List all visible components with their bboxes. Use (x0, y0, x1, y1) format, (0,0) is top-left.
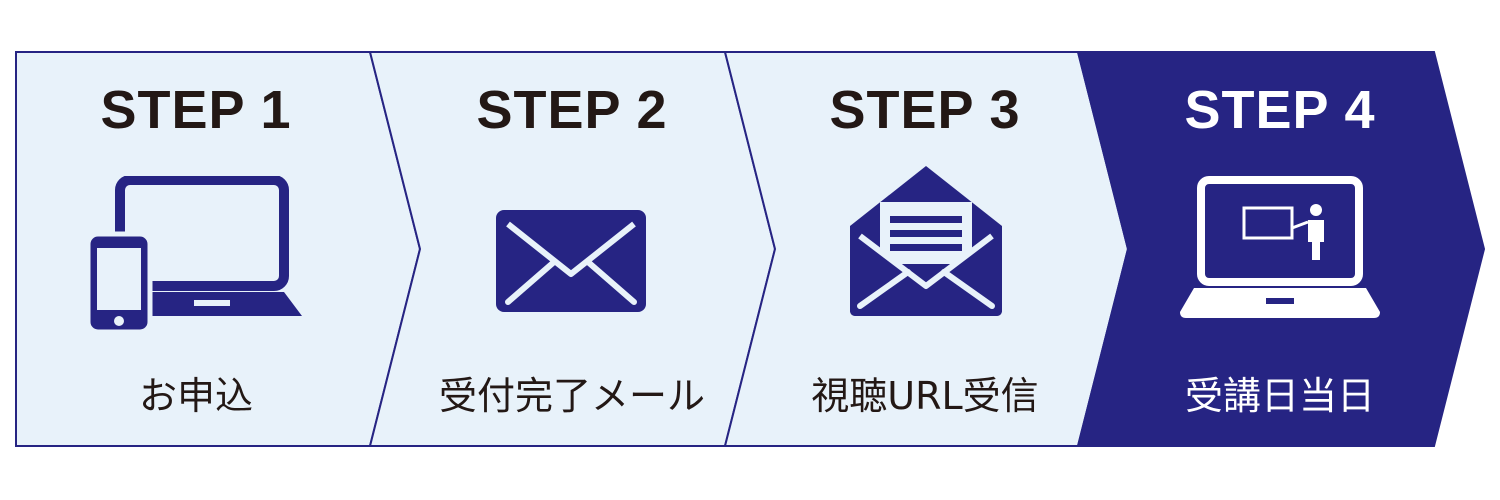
step-4-title: STEP 4 (1184, 80, 1376, 140)
step-3-title: STEP 3 (829, 80, 1021, 140)
step-2-label: 受付完了メール (438, 374, 705, 418)
laptop-lecture-icon (1180, 176, 1380, 318)
envelope-closed-icon (496, 210, 646, 312)
step-1-title: STEP 1 (100, 80, 292, 140)
step-1-label: お申込 (138, 374, 253, 418)
step-4-panel (1076, 51, 1486, 447)
devices-icon (85, 176, 302, 335)
envelope-open-icon (850, 166, 1002, 316)
step-3-label: 視聴URL受信 (811, 374, 1039, 418)
step-2-title: STEP 2 (476, 80, 668, 140)
step-4-label: 受講日当日 (1184, 374, 1375, 418)
